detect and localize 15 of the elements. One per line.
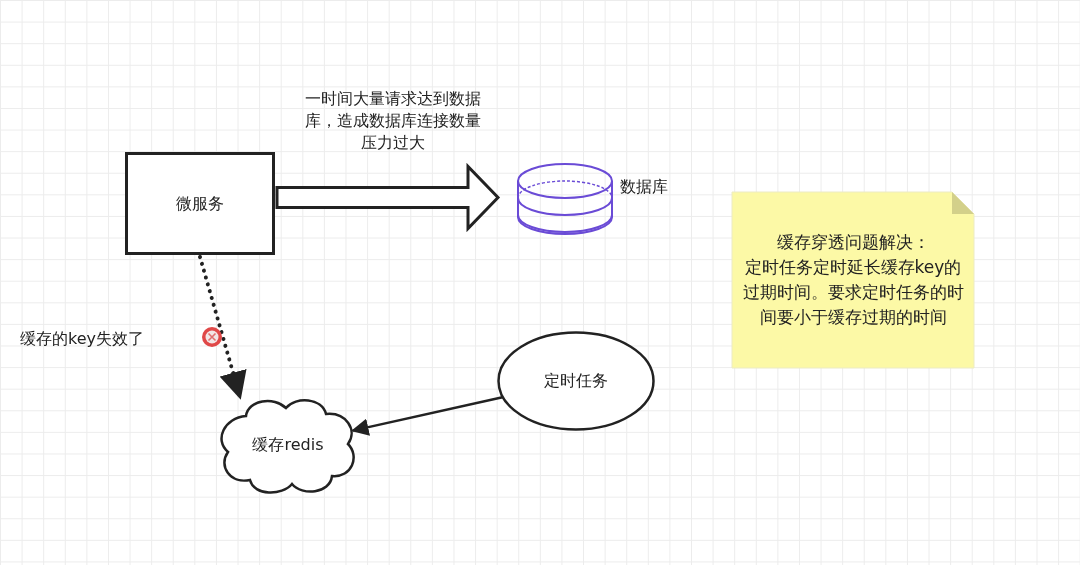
task-ellipse	[497, 331, 655, 431]
edge-label: 缓存的key失效了	[20, 328, 145, 350]
service-box	[125, 152, 275, 255]
arrow	[351, 396, 503, 436]
block-arrow	[275, 162, 501, 233]
node-label: 缓存redis	[252, 434, 324, 456]
node-caption: 数据库	[620, 176, 668, 198]
node-label: 定时任务	[544, 370, 608, 392]
database-cylinder	[516, 162, 614, 236]
note-heading: 缓存穿透问题解决：	[775, 231, 931, 254]
node-label: 微服务	[176, 192, 224, 215]
edge-label: 一时间大量请求达到数据库，造成数据库连接数量压力过大	[304, 88, 482, 154]
sticky-note	[732, 192, 974, 368]
note-text: 定时任务定时延长缓存key的过期时间。要求定时任务的时间要小于缓存过期的时间	[741, 256, 965, 329]
arrow	[198, 255, 247, 400]
